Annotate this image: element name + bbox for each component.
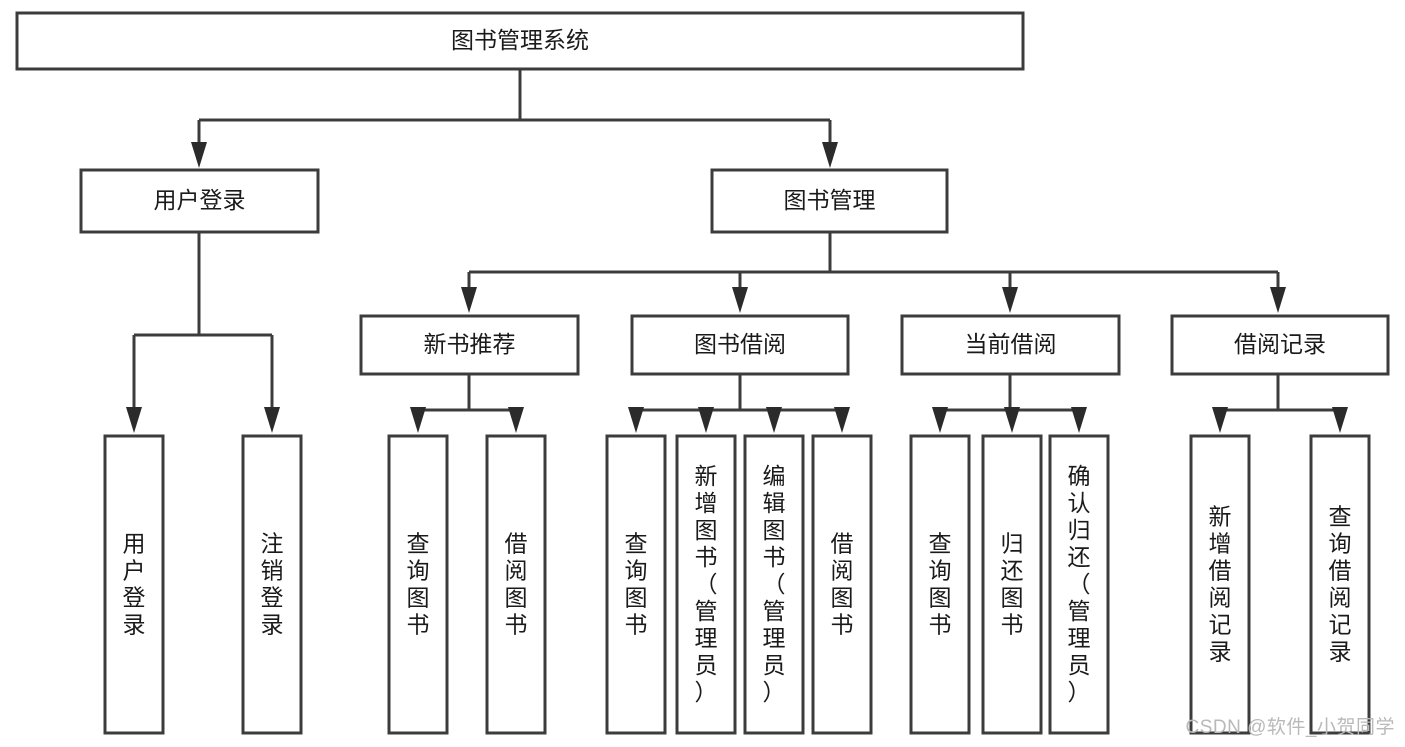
node-label-borrow-record: 借阅记录 [1234, 331, 1326, 357]
node-label-leaf-user-login: 用户登录 [123, 531, 146, 638]
node-box-leaf-user-login[interactable] [103, 434, 165, 735]
node-label-leaf-add-record: 新增借阅记录 [1209, 504, 1232, 665]
node-leaf-user-logout[interactable]: 注销登录 [241, 434, 303, 735]
node-book-manage[interactable]: 图书管理 [710, 168, 949, 234]
node-box-leaf-query-book-3[interactable] [909, 434, 971, 735]
node-label-leaf-query-book-1: 查询图书 [407, 531, 430, 638]
node-leaf-add-record[interactable]: 新增借阅记录 [1189, 434, 1251, 735]
node-label-leaf-add-book: 新增图书（管理员） [695, 463, 718, 705]
node-book-borrow[interactable]: 图书借阅 [630, 314, 850, 376]
node-box-leaf-add-book[interactable] [675, 434, 737, 735]
node-box-borrow-record[interactable] [1170, 314, 1390, 376]
node-label-leaf-return-book: 归还图书 [1001, 531, 1024, 638]
node-leaf-add-book[interactable]: 新增图书（管理员） [675, 434, 737, 735]
node-label-leaf-borrow-book-1: 借阅图书 [505, 531, 528, 638]
node-label-book-manage: 图书管理 [784, 187, 876, 213]
node-box-leaf-borrow-book-2[interactable] [811, 434, 873, 735]
node-leaf-query-book-1[interactable]: 查询图书 [387, 434, 449, 735]
node-box-root[interactable] [15, 11, 1025, 71]
connectors-layer [126, 69, 1348, 433]
node-box-leaf-query-book-2[interactable] [605, 434, 667, 735]
connector-edge-userlogin-bus [126, 232, 280, 433]
node-box-book-manage[interactable] [710, 168, 949, 234]
node-box-new-book-recommend[interactable] [359, 314, 580, 376]
node-current-borrow[interactable]: 当前借阅 [900, 314, 1121, 376]
node-leaf-user-login[interactable]: 用户登录 [103, 434, 165, 735]
connector-edge-newbook-bus [410, 374, 524, 433]
node-label-leaf-query-book-3: 查询图书 [929, 531, 952, 638]
node-leaf-query-book-3[interactable]: 查询图书 [909, 434, 971, 735]
node-leaf-confirm-return[interactable]: 确认归还（管理员） [1048, 434, 1110, 735]
node-box-leaf-user-logout[interactable] [241, 434, 303, 735]
node-root[interactable]: 图书管理系统 [15, 11, 1025, 71]
node-leaf-borrow-book-1[interactable]: 借阅图书 [485, 434, 547, 735]
node-label-current-borrow: 当前借阅 [965, 331, 1057, 357]
node-box-leaf-confirm-return[interactable] [1048, 434, 1110, 735]
node-new-book-recommend[interactable]: 新书推荐 [359, 314, 580, 376]
node-box-book-borrow[interactable] [630, 314, 850, 376]
nodes-layer: 图书管理系统用户登录图书管理新书推荐图书借阅当前借阅借阅记录用户登录注销登录查询… [15, 11, 1390, 735]
node-box-leaf-return-book[interactable] [981, 434, 1043, 735]
node-box-user-login[interactable] [79, 168, 320, 234]
node-leaf-borrow-book-2[interactable]: 借阅图书 [811, 434, 873, 735]
node-box-current-borrow[interactable] [900, 314, 1121, 376]
node-label-user-login: 用户登录 [154, 187, 246, 213]
node-label-root: 图书管理系统 [451, 27, 589, 53]
connector-edge-borrowrecord-bus [1212, 374, 1348, 433]
node-label-leaf-borrow-book-2: 借阅图书 [831, 531, 854, 638]
node-user-login[interactable]: 用户登录 [79, 168, 320, 234]
node-label-leaf-query-book-2: 查询图书 [625, 531, 648, 638]
connector-edge-currentborrow-bus [932, 374, 1087, 433]
node-box-leaf-query-book-1[interactable] [387, 434, 449, 735]
node-box-leaf-borrow-book-1[interactable] [485, 434, 547, 735]
node-box-leaf-add-record[interactable] [1189, 434, 1251, 735]
node-box-leaf-query-record[interactable] [1309, 434, 1371, 735]
node-label-leaf-query-record: 查询借阅记录 [1329, 504, 1352, 665]
node-label-leaf-confirm-return: 确认归还（管理员） [1068, 463, 1091, 705]
node-label-leaf-user-logout: 注销登录 [261, 531, 284, 638]
node-label-book-borrow: 图书借阅 [694, 331, 786, 357]
node-borrow-record[interactable]: 借阅记录 [1170, 314, 1390, 376]
node-leaf-edit-book[interactable]: 编辑图书（管理员） [743, 434, 805, 735]
node-leaf-query-record[interactable]: 查询借阅记录 [1309, 434, 1371, 735]
connector-edge-bookborrow-bus [628, 374, 850, 433]
node-label-leaf-edit-book: 编辑图书（管理员） [763, 463, 786, 705]
node-box-leaf-edit-book[interactable] [743, 434, 805, 735]
node-label-new-book-recommend: 新书推荐 [424, 331, 516, 357]
connector-edge-bookmanage-bus [461, 232, 1286, 313]
node-leaf-query-book-2[interactable]: 查询图书 [605, 434, 667, 735]
node-leaf-return-book[interactable]: 归还图书 [981, 434, 1043, 735]
connector-edge-root-bus [191, 69, 838, 168]
